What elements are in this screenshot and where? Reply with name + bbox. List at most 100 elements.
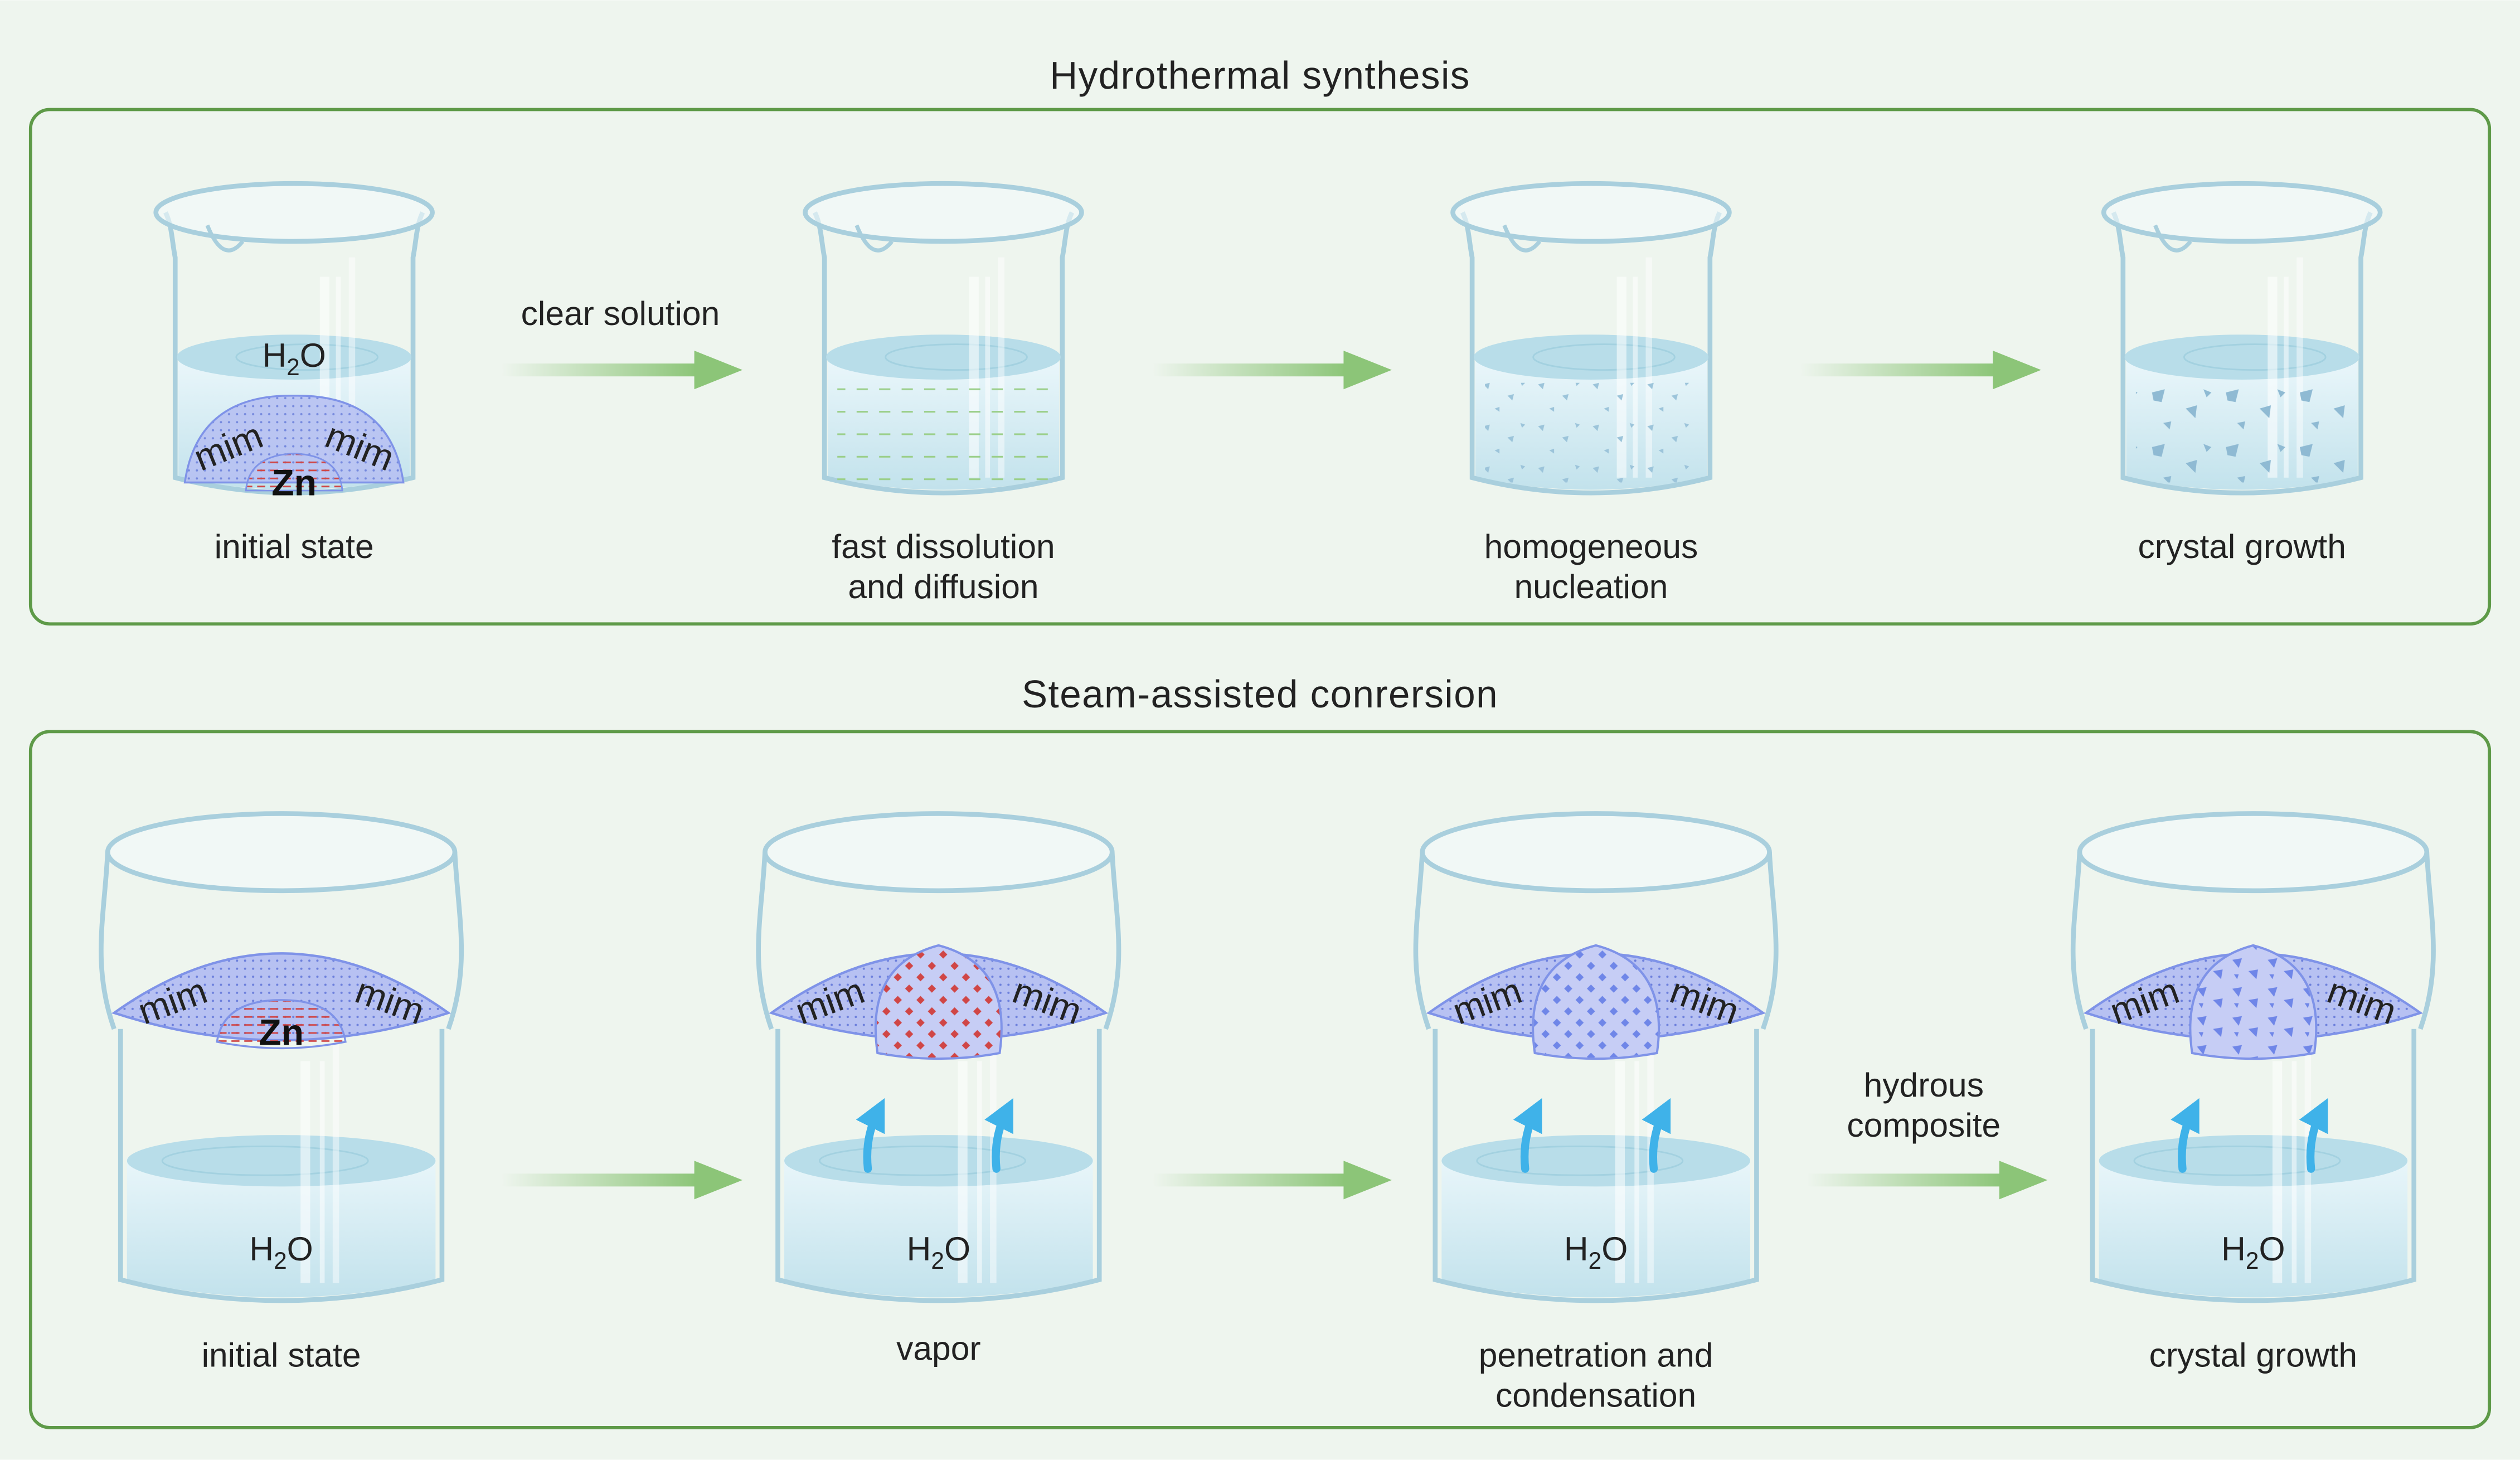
water-body (2099, 1157, 2408, 1298)
water-ripple (235, 343, 379, 371)
bottom-captions: initial state vapor penetration andcondens… (202, 1330, 2357, 1414)
top-arrow-1-shaft (501, 363, 698, 377)
top-arrow-2-head (1343, 351, 1392, 390)
glass-reflection (348, 257, 356, 478)
glass-reflection (985, 277, 990, 478)
upper-beaker-rim (105, 811, 458, 894)
zn-label: Zn (271, 463, 317, 504)
bottom-section-title: Steam-assisted conrersion (1022, 672, 1498, 716)
glass-reflection (1633, 277, 1638, 478)
h2o-label: H2O (2221, 1230, 2285, 1274)
bottom-caption-2: vapor (896, 1330, 980, 1367)
upper-beaker-rim (763, 811, 1115, 894)
bottom-arrow-2-head (1343, 1161, 1392, 1200)
bottom-caption-1: initial state (202, 1336, 361, 1374)
beaker-outline (163, 211, 425, 496)
water-ripple (1532, 343, 1676, 371)
top-arrows (501, 351, 2041, 390)
bottom-arrow-3-shaft (1806, 1173, 2003, 1187)
beaker-outline (2111, 211, 2373, 496)
lower-beaker-outline (118, 1029, 445, 1303)
beaker-rim (1450, 181, 1732, 244)
glass-reflection (1634, 1061, 1639, 1283)
bottom-arrow-2-shaft (1152, 1173, 1347, 1187)
top-arrow-3-head (1993, 351, 2041, 390)
top-section-title: Hydrothermal synthesis (1050, 54, 1470, 97)
water-surface (826, 334, 1061, 380)
water-body (784, 1157, 1093, 1298)
glass-reflection (2272, 1061, 2283, 1283)
upper-beaker-rim (2077, 811, 2430, 894)
vapor-arrow (2299, 1098, 2328, 1173)
water-surface (2124, 334, 2359, 380)
beaker-spout (2153, 224, 2192, 253)
vapor-arrow (856, 1098, 885, 1173)
zn-core (245, 453, 343, 492)
top-arrow-label: clear solution (521, 294, 720, 332)
vapor-arrow (1642, 1098, 1671, 1173)
glass-reflection (2284, 277, 2289, 478)
water-surface (784, 1135, 1093, 1187)
water-surface (177, 334, 412, 380)
bottom-arrow-3-head (1999, 1161, 2048, 1200)
bottom-arrow-2 (1152, 1161, 1392, 1200)
beaker-spout (854, 224, 894, 253)
beaker-spout (1502, 224, 1542, 253)
mim-dome (183, 395, 405, 484)
top-arrow-1-head (694, 351, 743, 390)
nuclei (1485, 382, 1697, 483)
zn-region (1532, 944, 1660, 1060)
glass-reflection (2291, 1061, 2297, 1283)
bottom-caption-3: penetration and (1479, 1336, 1713, 1374)
glass-reflection (319, 1061, 325, 1283)
bottom-arrow-1-shaft (501, 1173, 698, 1187)
glass-reflection (998, 257, 1005, 478)
beaker-rim (2101, 181, 2383, 244)
beaker-spout (205, 224, 245, 253)
h2o-label: H2O (262, 336, 326, 380)
beaker-outline (812, 211, 1075, 496)
lower-beaker-outline (1433, 1029, 1759, 1303)
water-ripple (161, 1145, 369, 1176)
water-ripple (1476, 1145, 1684, 1176)
beaker-rim (803, 181, 1084, 244)
top-caption-2: and diffusion (848, 567, 1038, 605)
water-surface (1441, 1135, 1750, 1187)
bottom-arrow-1 (501, 1161, 743, 1200)
beaker-outline (1460, 211, 1722, 496)
bottom-caption-3: condensation (1496, 1376, 1696, 1414)
vapor-arrow (2171, 1098, 2199, 1173)
h2o-label: H2O (907, 1230, 970, 1274)
water-ripple (2183, 343, 2327, 371)
top-arrow-2-shaft (1152, 363, 1347, 377)
top-beaker-3 (1450, 181, 1732, 496)
top-beaker-2 (803, 181, 1084, 496)
h2o-label: H2O (249, 1230, 313, 1274)
top-caption-2: fast dissolution (832, 527, 1055, 565)
water-body (1441, 1157, 1750, 1298)
lower-beaker-outline (2090, 1029, 2417, 1303)
vapor-arrow (1513, 1098, 1542, 1173)
diffusion-dashes (837, 386, 1050, 483)
top-caption-1: initial state (215, 527, 374, 565)
top-caption-3: nucleation (1514, 567, 1668, 605)
top-beaker-4 (2101, 181, 2383, 496)
water-ripple (819, 1145, 1026, 1176)
crystals (2135, 382, 2348, 483)
glass-reflection (977, 1061, 982, 1283)
zn-core (216, 999, 347, 1050)
zn-region (2189, 944, 2318, 1060)
water-surface (127, 1135, 436, 1187)
h2o-label: H2O (1564, 1230, 1628, 1274)
upper-beaker-walls (99, 852, 464, 1030)
zn-region (874, 944, 1003, 1060)
upper-beaker-rim (1420, 811, 1772, 894)
glass-reflection (1645, 257, 1653, 478)
